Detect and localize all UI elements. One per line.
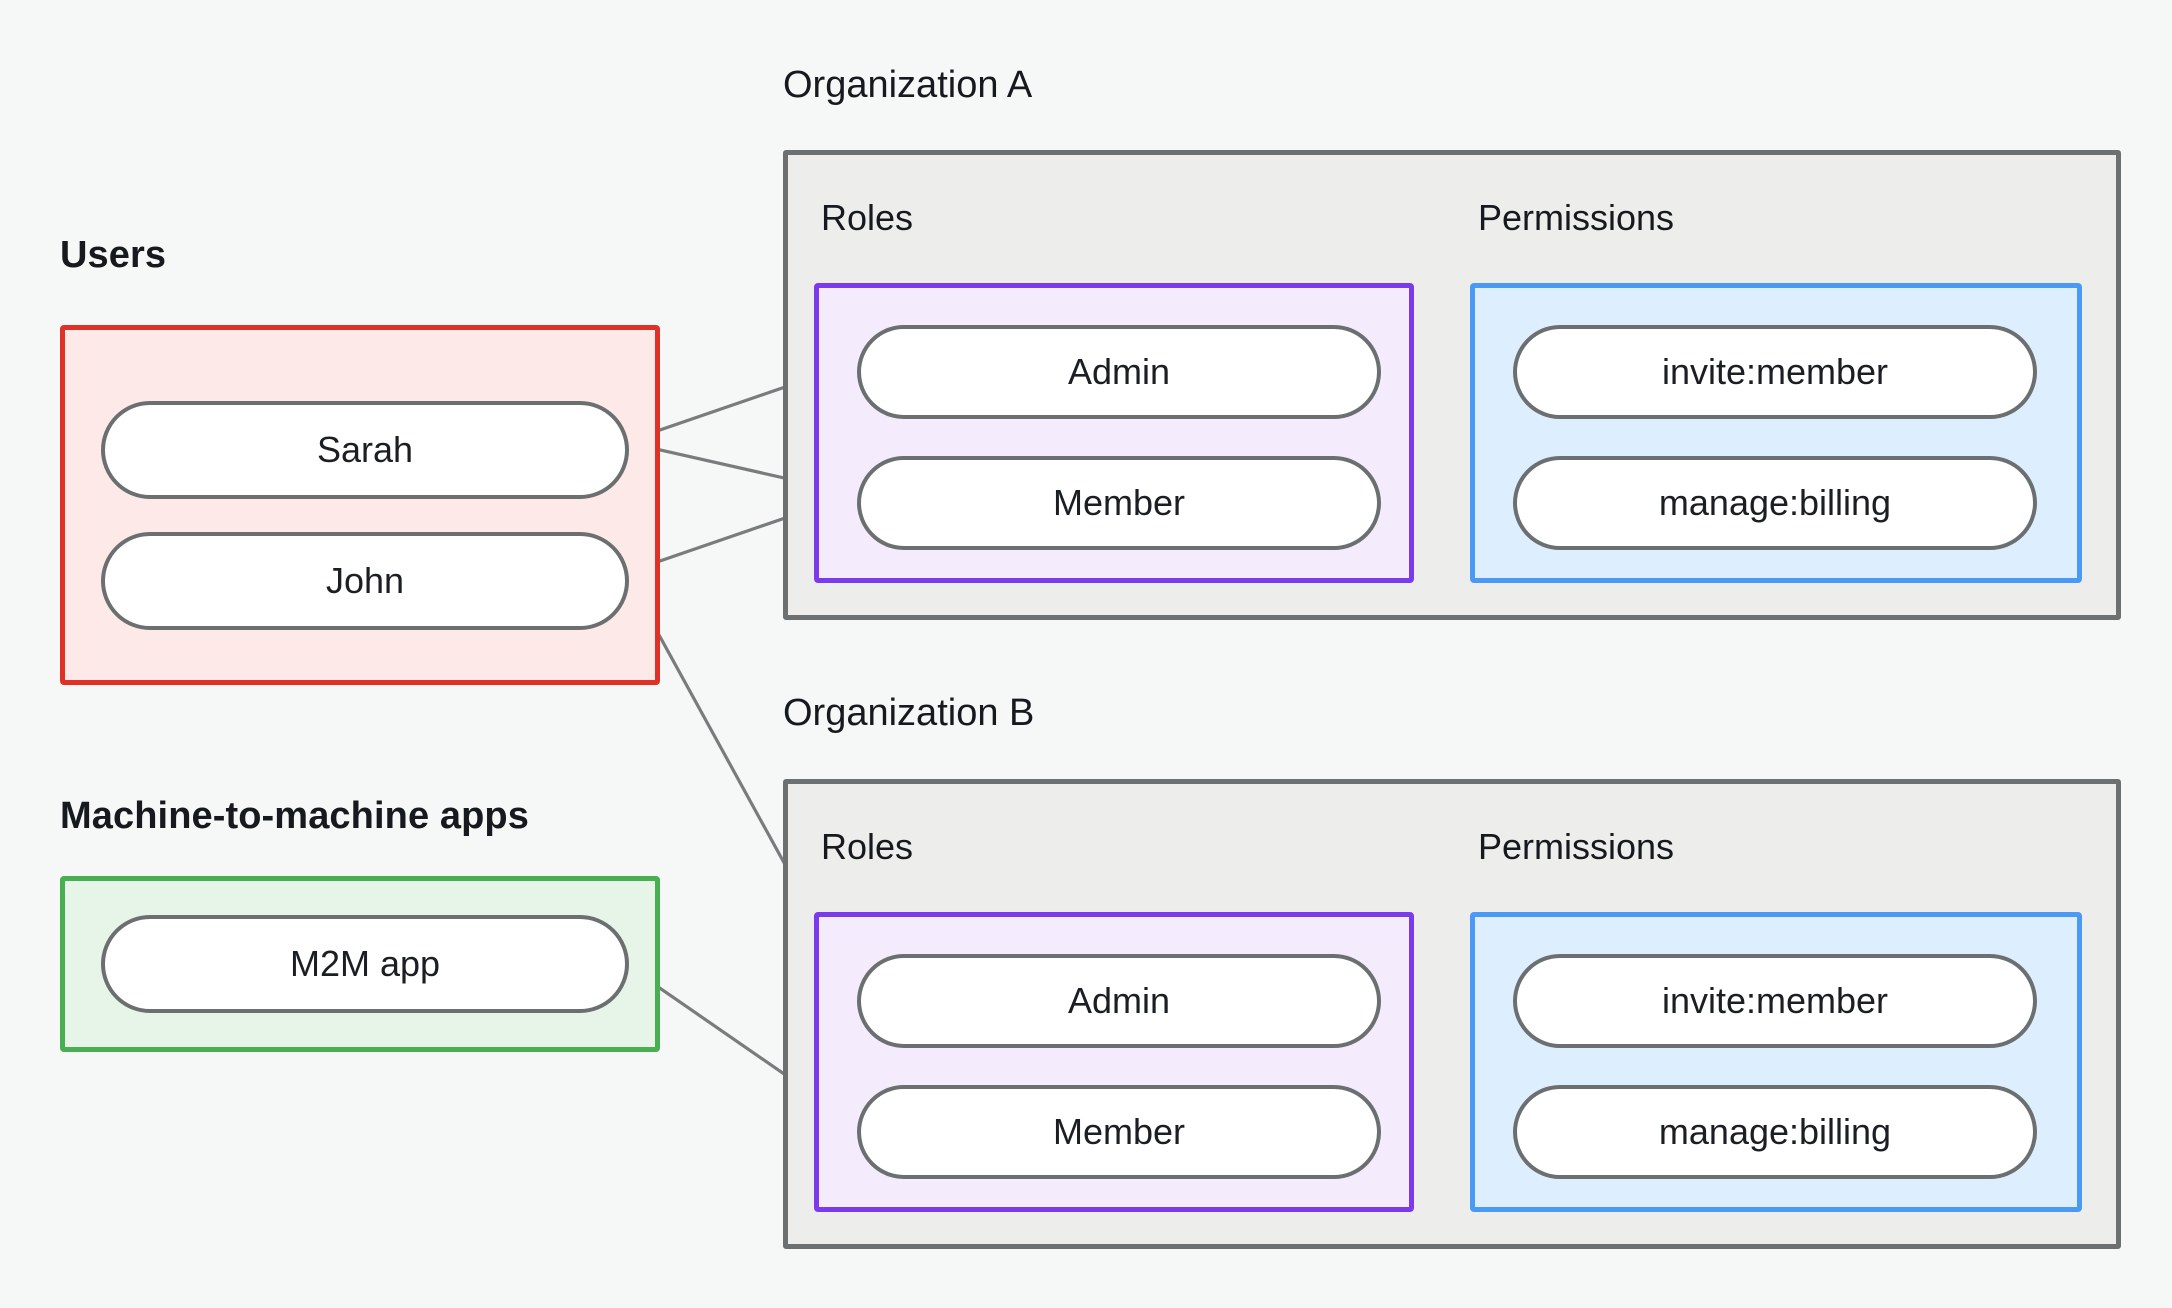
user-pill-sarah[interactable]: Sarah xyxy=(101,401,629,499)
orgA-roles-section-label: Roles xyxy=(821,197,914,238)
users-group-box: Sarah John xyxy=(60,325,660,685)
orgA-permissions-section-label: Permissions xyxy=(1478,197,1675,238)
organization-a-label: Organization A xyxy=(783,64,1033,106)
users-group-label: Users xyxy=(60,234,167,276)
m2m-pill-app[interactable]: M2M app xyxy=(101,915,629,1013)
orgB-role-pill-member[interactable]: Member xyxy=(857,1085,1381,1179)
orgB-permission-pill-invite-member[interactable]: invite:member xyxy=(1513,954,2037,1048)
orgA-role-pill-admin[interactable]: Admin xyxy=(857,325,1381,419)
orgB-role-pill-admin[interactable]: Admin xyxy=(857,954,1381,1048)
m2m-group-label: Machine-to-machine apps xyxy=(60,795,529,837)
m2m-group-box: M2M app xyxy=(60,876,660,1052)
user-pill-john[interactable]: John xyxy=(101,532,629,630)
organization-b-label: Organization B xyxy=(783,692,1035,734)
organization-a-box: Roles Permissions Admin Member invite:me… xyxy=(783,150,2121,620)
orgB-permission-pill-manage-billing[interactable]: manage:billing xyxy=(1513,1085,2037,1179)
orgB-roles-section-label: Roles xyxy=(821,826,914,867)
orgB-roles-box: Admin Member xyxy=(814,912,1414,1212)
organization-b-box: Roles Permissions Admin Member invite:me… xyxy=(783,779,2121,1249)
orgA-role-pill-member[interactable]: Member xyxy=(857,456,1381,550)
orgA-permissions-box: invite:member manage:billing xyxy=(1470,283,2082,583)
orgA-roles-box: Admin Member xyxy=(814,283,1414,583)
orgB-permissions-section-label: Permissions xyxy=(1478,826,1675,867)
orgA-permission-pill-manage-billing[interactable]: manage:billing xyxy=(1513,456,2037,550)
orgB-permissions-box: invite:member manage:billing xyxy=(1470,912,2082,1212)
orgA-permission-pill-invite-member[interactable]: invite:member xyxy=(1513,325,2037,419)
